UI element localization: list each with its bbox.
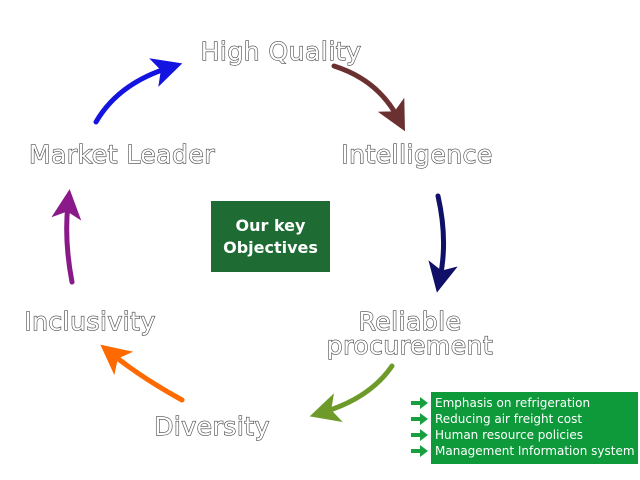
node-diversity: Diversity [154,412,270,441]
center-title-line-1: Our key [235,215,306,235]
list-item: Reducing air freight cost [435,412,583,426]
arrow-quality-to-intelligence [331,63,405,132]
list-item: Human resource policies [435,428,584,442]
bullet-column [411,395,431,461]
node-intelligence: Intelligence [341,140,492,169]
arrow-intelligence-to-procurement [428,193,458,293]
node-reliable-procurement-line-2: procurement [327,331,493,360]
arrow-bullet-icon [411,411,431,427]
node-high-quality: High Quality [201,37,362,66]
center-title-line-2: Objectives [223,237,318,257]
list-item: Management Information system [435,444,635,458]
center-objectives-box: Our key Objectives [211,201,330,272]
arrow-bullet-icon [411,443,431,459]
node-reliable-procurement-line-1: Reliable [358,307,461,336]
arrow-diversity-to-inclusivity [100,344,185,403]
arrow-bullet-icon [411,427,431,443]
list-item: Emphasis on refrigeration [435,396,591,410]
procurement-points-box: Emphasis on refrigeration Reducing air f… [431,392,638,464]
node-inclusivity: Inclusivity [24,307,156,336]
node-market-leader: Market Leader [29,140,215,169]
arrow-procurement-to-diversity [309,363,395,422]
arrow-market-to-quality [93,58,183,125]
arrow-bullet-icon [411,395,431,411]
arrow-inclusivity-to-market [51,189,82,285]
